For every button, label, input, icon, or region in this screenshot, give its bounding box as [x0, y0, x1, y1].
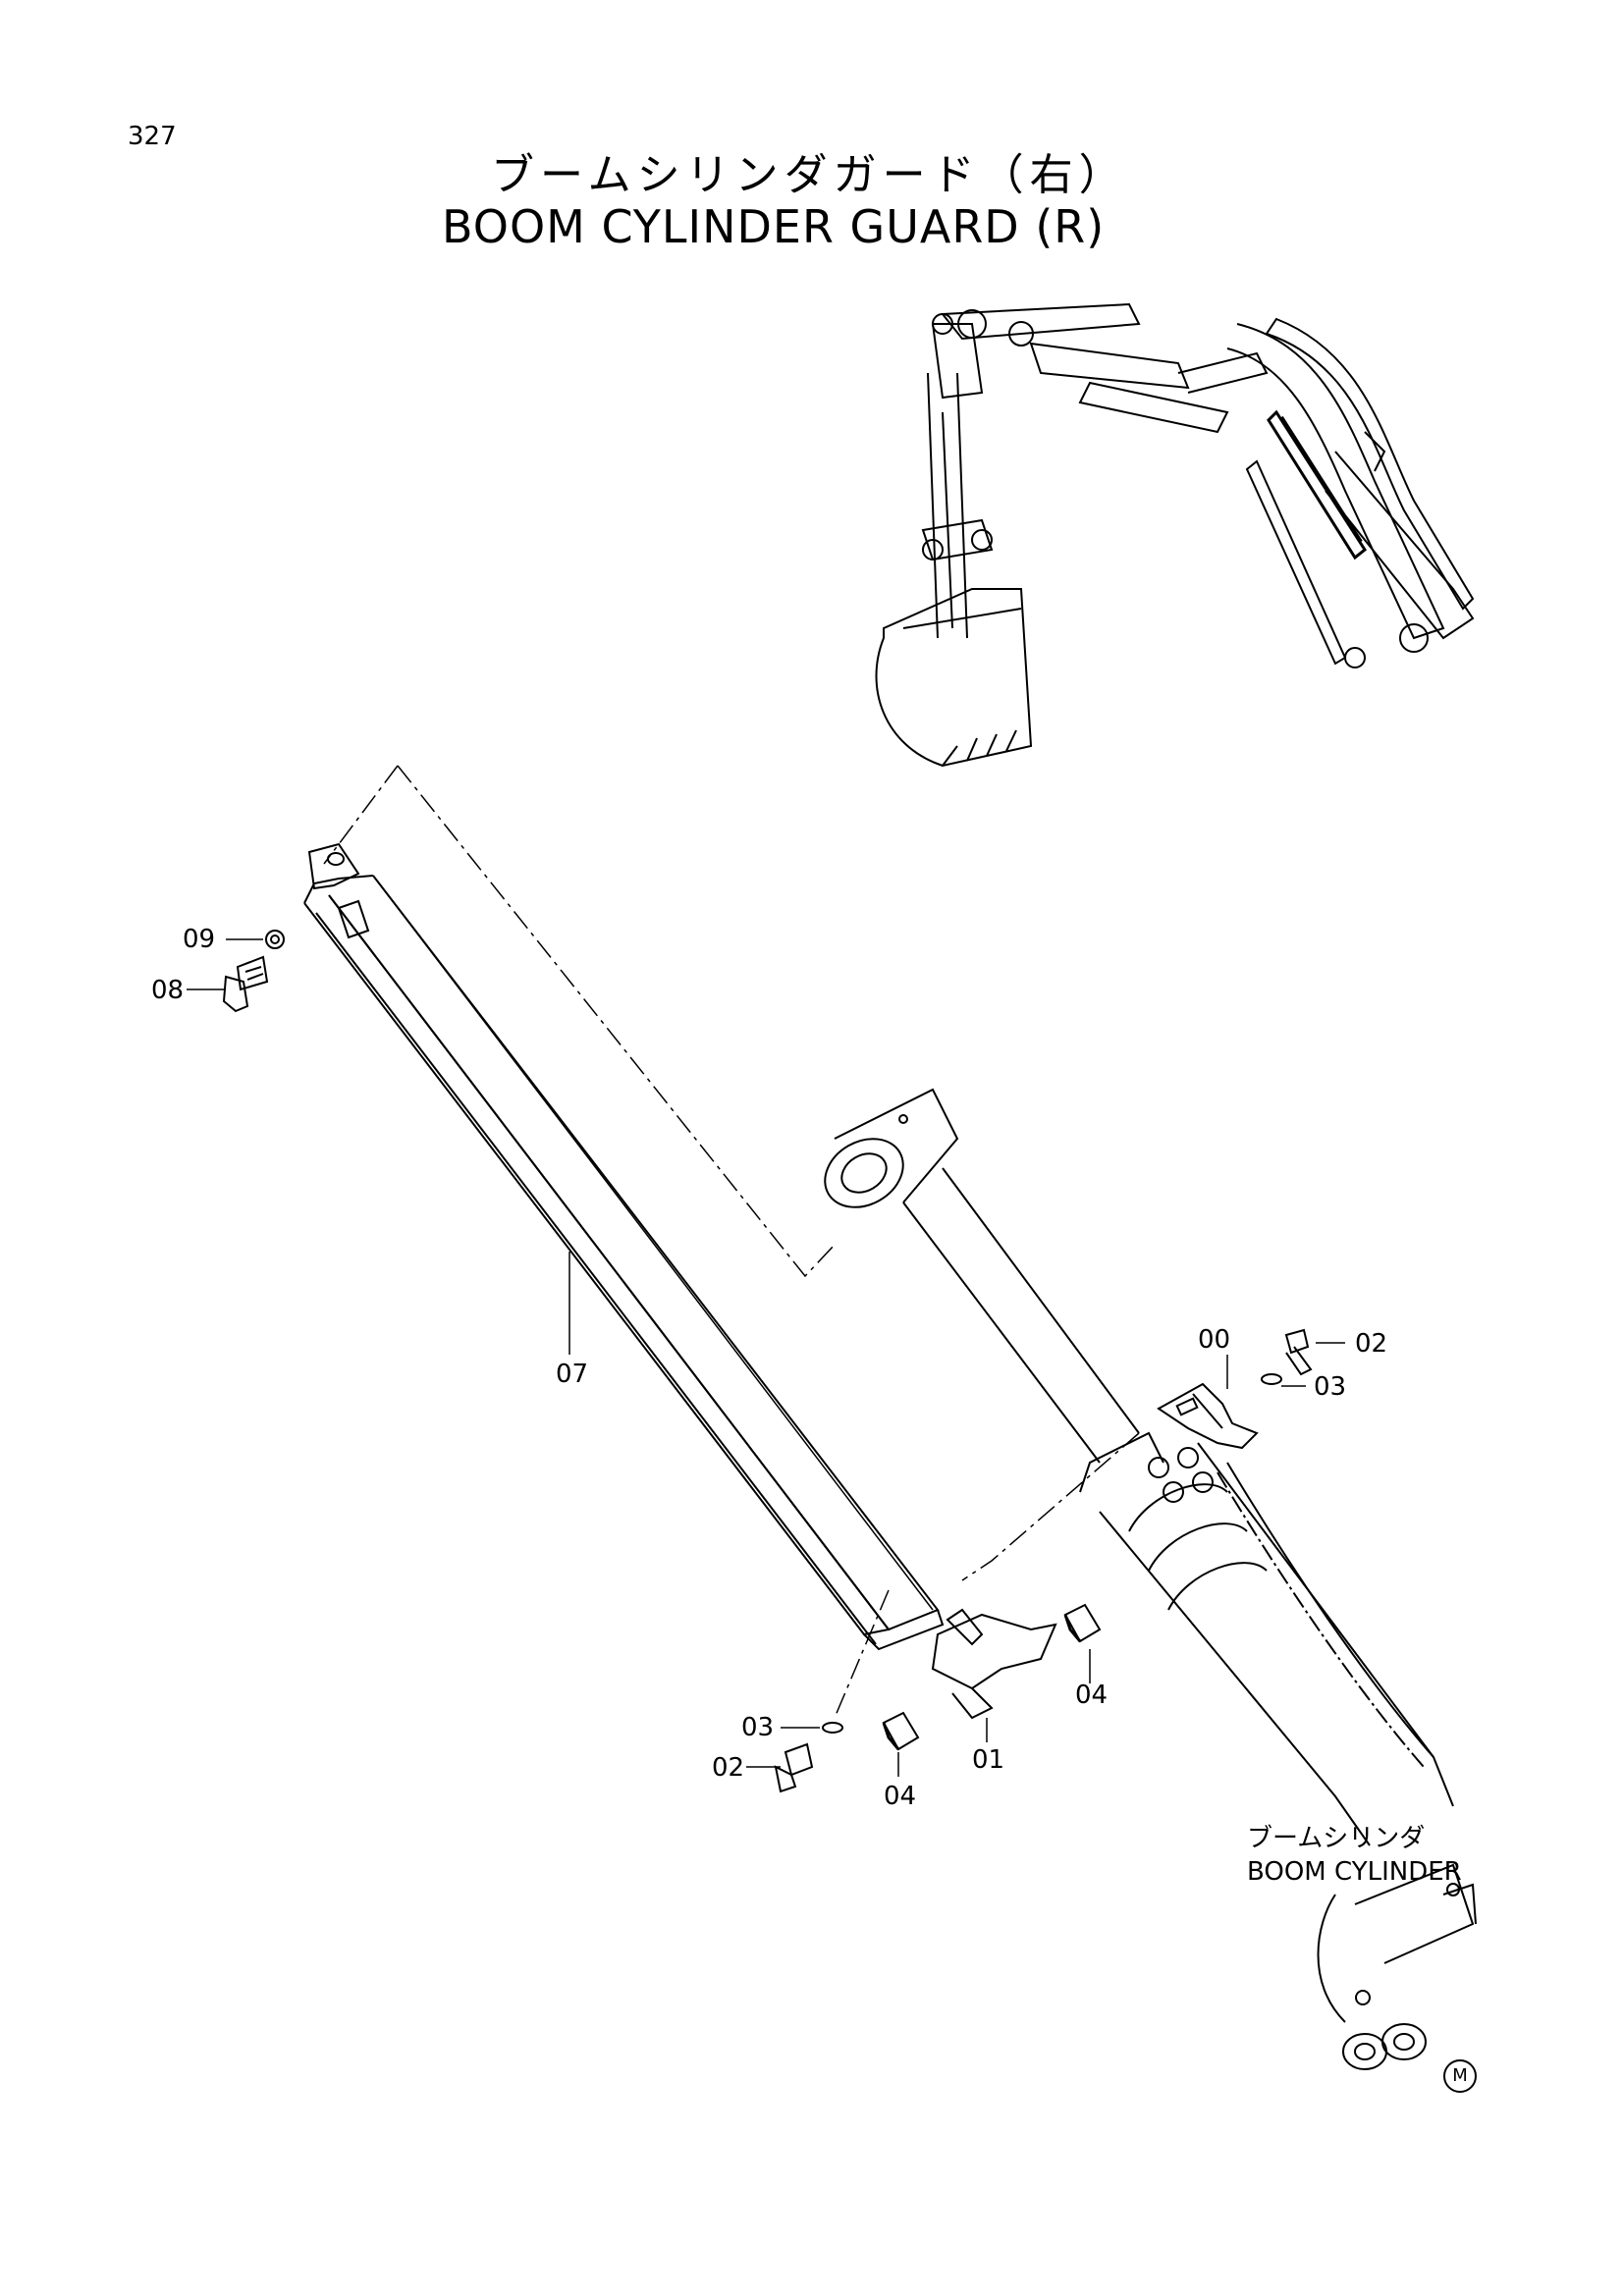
callout-04-bottom: 04: [884, 1782, 917, 1811]
bolt-08-washer-09: [224, 931, 284, 1011]
callout-leaders: [187, 939, 1345, 1777]
boom-cylinder-label-jp: ブームシリンダ: [1247, 1824, 1426, 1853]
circled-m-mark: M: [1443, 2059, 1477, 2093]
callout-07: 07: [556, 1360, 589, 1389]
callout-08: 08: [151, 976, 185, 1005]
lower-bolt-washer: [776, 1723, 842, 1791]
page-title-jp: ブームシリンダガード（右）: [491, 150, 1128, 200]
boom-cylinder-drawing: [813, 1090, 1476, 2069]
callout-09: 09: [183, 925, 216, 954]
excavator-overview-illustration: [877, 304, 1474, 766]
boom-cylinder-label-en: BOOM CYLINDER: [1247, 1857, 1462, 1887]
leader-lines: [324, 766, 1139, 1718]
page-title-en: BOOM CYLINDER GUARD (R): [442, 200, 1106, 253]
callout-02-bottom: 02: [712, 1753, 745, 1783]
callout-02-top: 02: [1355, 1329, 1388, 1359]
callout-01: 01: [972, 1745, 1005, 1775]
callout-00: 00: [1198, 1325, 1231, 1355]
callout-03-bottom: 03: [741, 1713, 775, 1742]
lower-clamp-01: [933, 1610, 1055, 1718]
callout-04-right: 04: [1075, 1681, 1109, 1710]
callout-03-top: 03: [1314, 1372, 1347, 1402]
upper-clamp-00: [1159, 1330, 1311, 1448]
page-number: 327: [128, 122, 177, 151]
guard-channel: [304, 844, 943, 1649]
pads-04: [884, 1605, 1100, 1749]
